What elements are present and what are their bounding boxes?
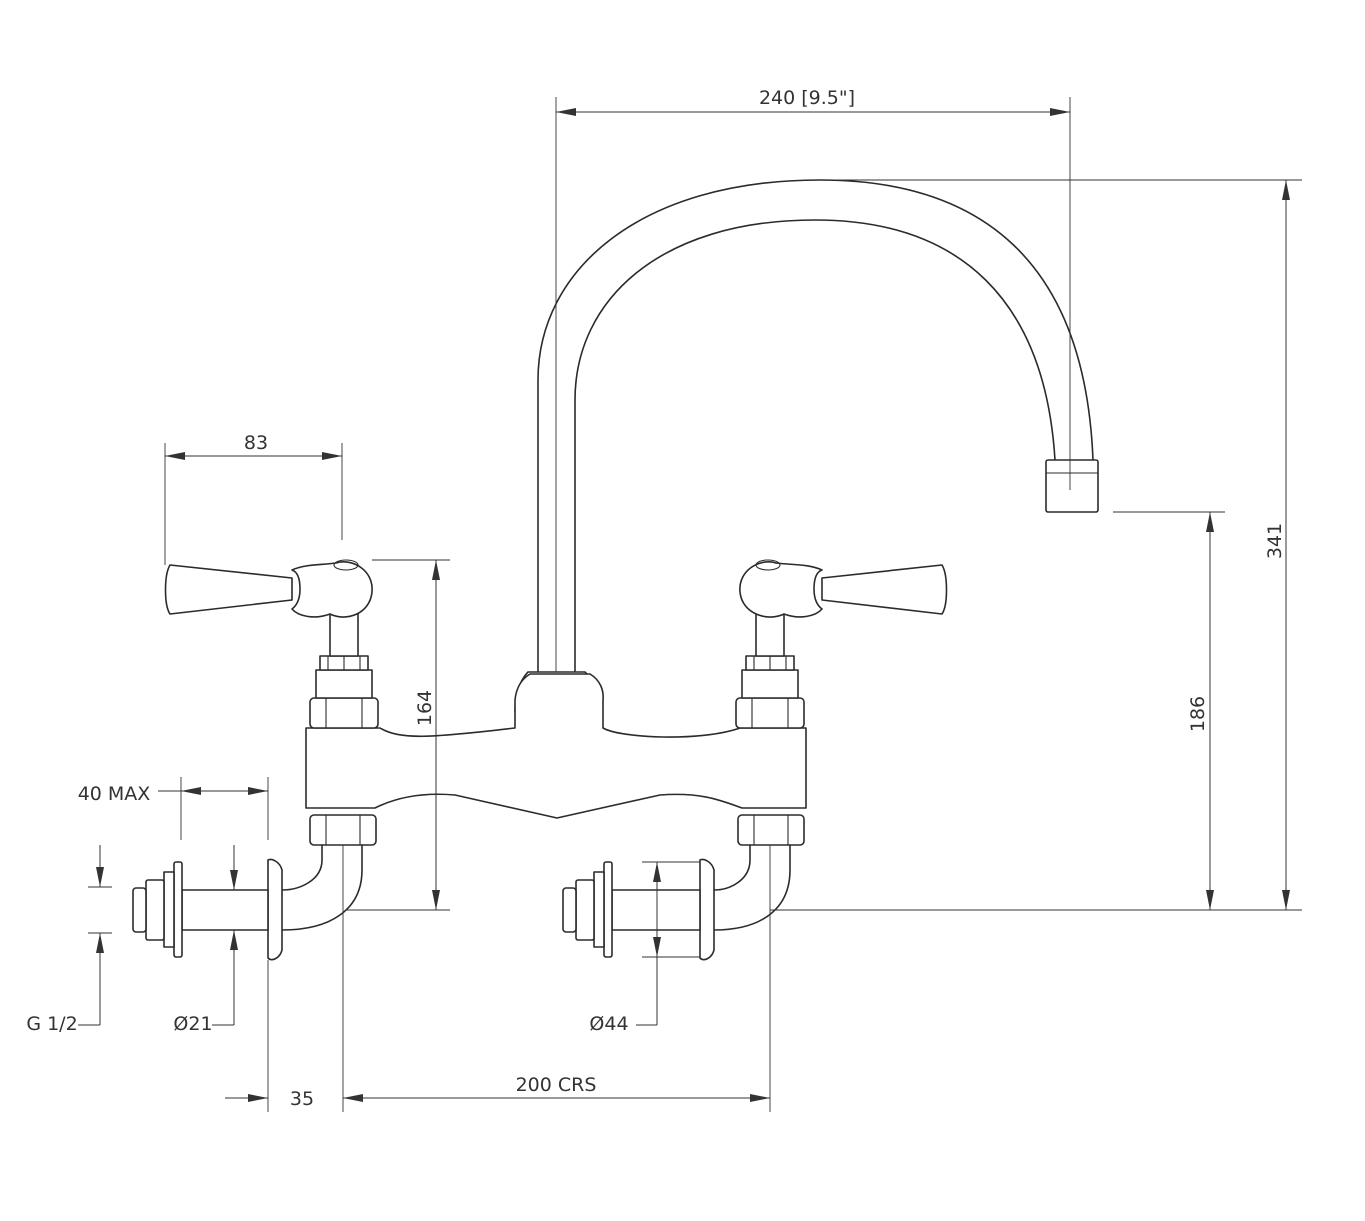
pipe-diameter-label: Ø21 <box>173 1013 212 1035</box>
thread-label: G 1/2 <box>26 1013 77 1035</box>
dimension-pipe-diameter: Ø21 <box>173 845 238 1035</box>
spout-height-label: 186 <box>1187 696 1209 732</box>
right-connector-nut <box>575 879 595 941</box>
centres-label: 200 CRS <box>516 1074 597 1096</box>
dimension-handle-length: 83 <box>164 432 343 565</box>
gooseneck-spout <box>537 179 1099 673</box>
handle-length-label: 83 <box>244 432 268 454</box>
left-wall-flange <box>173 861 183 958</box>
dimension-spout-height: 186 <box>1113 511 1225 910</box>
right-supply-elbow <box>562 814 805 961</box>
right-wall-flange <box>603 861 613 958</box>
dimension-spout-reach: 240 [9.5"] <box>555 87 1071 672</box>
dimension-wall-thickness: 40 MAX <box>78 777 269 840</box>
right-wall-pipe <box>611 889 701 931</box>
offset-label: 35 <box>290 1088 314 1110</box>
valve-height-label: 164 <box>414 690 436 726</box>
right-lever-handle[interactable] <box>739 559 948 618</box>
right-valve <box>735 611 805 729</box>
dimension-centres: 200 CRS <box>343 845 771 1112</box>
dimension-flange-diameter: Ø44 <box>589 861 700 1035</box>
left-supply-elbow <box>132 814 377 961</box>
dimension-overall-height: 341 <box>770 179 1302 911</box>
dimension-offset: 35 <box>225 845 344 1112</box>
aerator-nozzle <box>1045 459 1099 513</box>
dimension-thread: G 1/2 <box>26 845 112 1035</box>
left-connector-nut <box>145 879 165 941</box>
left-wall-pipe <box>181 889 269 931</box>
flange-diameter-label: Ø44 <box>589 1013 628 1035</box>
spout-reach-label: 240 [9.5"] <box>759 87 855 109</box>
wall-thickness-label: 40 MAX <box>78 783 151 805</box>
left-lever-handle[interactable] <box>164 559 373 618</box>
bridge-body <box>305 673 807 819</box>
dimension-valve-height: 164 <box>345 559 450 911</box>
left-valve <box>309 611 379 729</box>
overall-height-label: 341 <box>1264 523 1286 559</box>
